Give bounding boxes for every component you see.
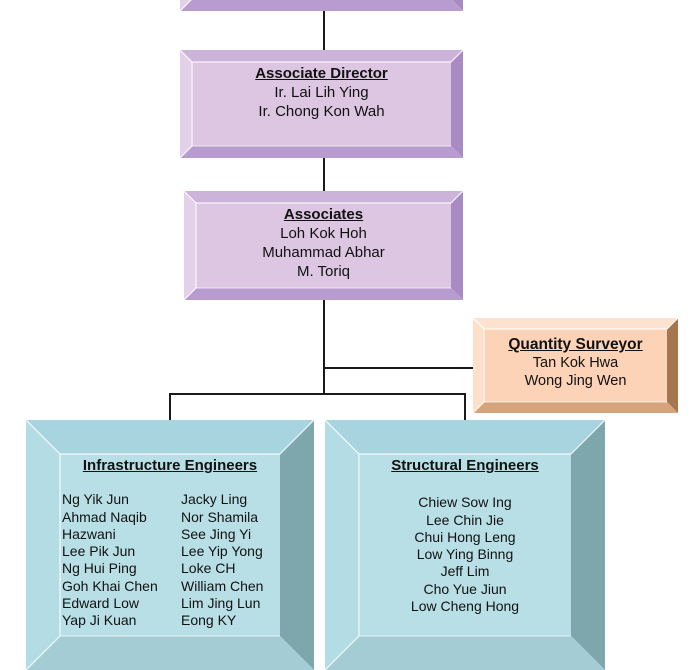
bevel-face bbox=[196, 203, 451, 288]
member-name: Loke CH bbox=[181, 560, 236, 577]
infrastructure-column-2: Jacky Ling Nor Shamila See Jing Yi Lee Y… bbox=[181, 491, 263, 629]
member-name: M. Toriq bbox=[296, 263, 351, 280]
member-name: Chui Hong Leng bbox=[414, 528, 516, 545]
structural-engineers-content: Structural Engineers Chiew Sow Ing Lee C… bbox=[359, 457, 571, 615]
associates-box: Associates Loh Kok Hoh Muhammad Abhar M.… bbox=[184, 191, 463, 300]
bevel-left bbox=[180, 50, 192, 158]
member-name: Lee Chin Jie bbox=[426, 511, 504, 528]
member-name: Low Ying Binng bbox=[416, 546, 514, 563]
member-name: Loh Kok Hoh bbox=[280, 225, 367, 242]
connector-associates-down bbox=[323, 300, 325, 395]
member-name: Low Cheng Hong bbox=[410, 598, 520, 615]
member-name: Goh Khai Chen bbox=[62, 577, 158, 594]
associate-director-box: Associate Director Ir. Lai Lih Ying Ir. … bbox=[180, 50, 463, 158]
bevel-top bbox=[473, 318, 678, 329]
member-name: Ahmad Naqib bbox=[62, 508, 147, 525]
member-name: Ng Hui Ping bbox=[62, 560, 137, 577]
member-name: William Chen bbox=[181, 577, 264, 594]
bevel-top bbox=[26, 420, 314, 454]
bevel-highlight bbox=[325, 420, 605, 455]
bevel-bottom bbox=[180, 0, 463, 11]
member-name: Lim Jing Lun bbox=[181, 595, 261, 612]
bevel-face bbox=[60, 454, 280, 636]
bevel-left bbox=[473, 318, 484, 413]
bevel-right bbox=[571, 420, 605, 670]
bevel-bottom bbox=[184, 288, 463, 300]
bevel-left bbox=[325, 420, 359, 670]
bevel-bottom bbox=[180, 146, 463, 158]
member-name: Eong KY bbox=[181, 612, 237, 629]
bevel-highlight bbox=[473, 318, 678, 330]
member-name: Nor Shamila bbox=[181, 508, 259, 525]
member-name: Ir. Chong Kon Wah bbox=[258, 103, 385, 120]
member-name: Yap Ji Kuan bbox=[62, 612, 137, 629]
associate-director-content: Associate Director Ir. Lai Lih Ying Ir. … bbox=[180, 64, 463, 121]
bevel-right bbox=[280, 420, 314, 670]
bevel-bottom bbox=[473, 402, 678, 413]
bevel-bottom bbox=[26, 636, 314, 670]
quantity-surveyor-content: Quantity Surveyor Tan Kok Hwa Wong Jing … bbox=[473, 336, 678, 390]
member-name: Lee Pik Jun bbox=[62, 543, 136, 560]
member-name: Ng Yik Jun bbox=[62, 491, 129, 508]
bevel-highlight bbox=[184, 191, 463, 204]
member-name: Lee Yip Yong bbox=[181, 543, 263, 560]
member-name: Jeff Lim bbox=[440, 563, 490, 580]
bevel-top bbox=[184, 191, 463, 203]
associate-director-title: Associate Director bbox=[255, 65, 388, 82]
member-name: Cho Yue Jiun bbox=[423, 580, 507, 597]
member-name: Edward Low bbox=[62, 595, 140, 612]
quantity-surveyor-title: Quantity Surveyor bbox=[508, 336, 643, 353]
bevel-highlight bbox=[26, 420, 314, 455]
structural-engineers-box: Structural Engineers Chiew Sow Ing Lee C… bbox=[325, 420, 605, 670]
infrastructure-column-1: Ng Yik Jun Ahmad Naqib Hazwani Lee Pik J… bbox=[62, 491, 181, 629]
bevel-face bbox=[359, 454, 571, 636]
member-name: Hazwani bbox=[62, 525, 116, 542]
connector-director-associates bbox=[323, 158, 325, 191]
member-name: Chiew Sow Ing bbox=[418, 494, 512, 511]
bevel-left bbox=[26, 420, 60, 670]
bevel-right bbox=[451, 191, 463, 300]
bevel-right bbox=[451, 50, 463, 158]
bevel-top bbox=[180, 50, 463, 62]
member-name: Jacky Ling bbox=[181, 491, 248, 508]
connector-to-structural bbox=[464, 393, 466, 420]
connector-to-quantity-surveyor bbox=[323, 367, 474, 369]
connector-top bbox=[323, 11, 325, 50]
bevel-frame bbox=[180, 0, 463, 11]
bevel-frame bbox=[180, 50, 463, 158]
bevel-face bbox=[484, 329, 667, 402]
associates-content: Associates Loh Kok Hoh Muhammad Abhar M.… bbox=[184, 205, 463, 281]
bevel-frame bbox=[184, 191, 463, 300]
member-name: Wong Jing Wen bbox=[524, 373, 627, 389]
infrastructure-engineers-box: Infrastructure Engineers Ng Yik Jun Ahma… bbox=[26, 420, 314, 670]
bevel-right bbox=[667, 318, 678, 413]
infrastructure-engineers-title: Infrastructure Engineers bbox=[82, 457, 258, 474]
bevel-frame bbox=[473, 318, 678, 413]
bevel-bottom bbox=[325, 636, 605, 670]
member-name: Tan Kok Hwa bbox=[532, 355, 619, 371]
infrastructure-engineers-content: Infrastructure Engineers Ng Yik Jun Ahma… bbox=[62, 457, 278, 630]
top-box-partial bbox=[180, 0, 463, 11]
associates-title: Associates bbox=[283, 206, 364, 223]
bevel-highlight bbox=[180, 50, 463, 63]
member-name: Muhammad Abhar bbox=[262, 244, 385, 261]
structural-engineers-title: Structural Engineers bbox=[391, 457, 539, 474]
member-name: See Jing Yi bbox=[181, 525, 252, 542]
bevel-left bbox=[184, 191, 196, 300]
quantity-surveyor-box: Quantity Surveyor Tan Kok Hwa Wong Jing … bbox=[473, 318, 678, 413]
bevel-frame bbox=[26, 420, 314, 670]
connector-branch-horizontal bbox=[169, 393, 466, 395]
bevel-top bbox=[325, 420, 605, 454]
member-name: Ir. Lai Lih Ying bbox=[274, 84, 369, 101]
bevel-face bbox=[192, 62, 451, 146]
bevel-highlight bbox=[180, 0, 192, 11]
connector-to-infrastructure bbox=[169, 393, 171, 420]
